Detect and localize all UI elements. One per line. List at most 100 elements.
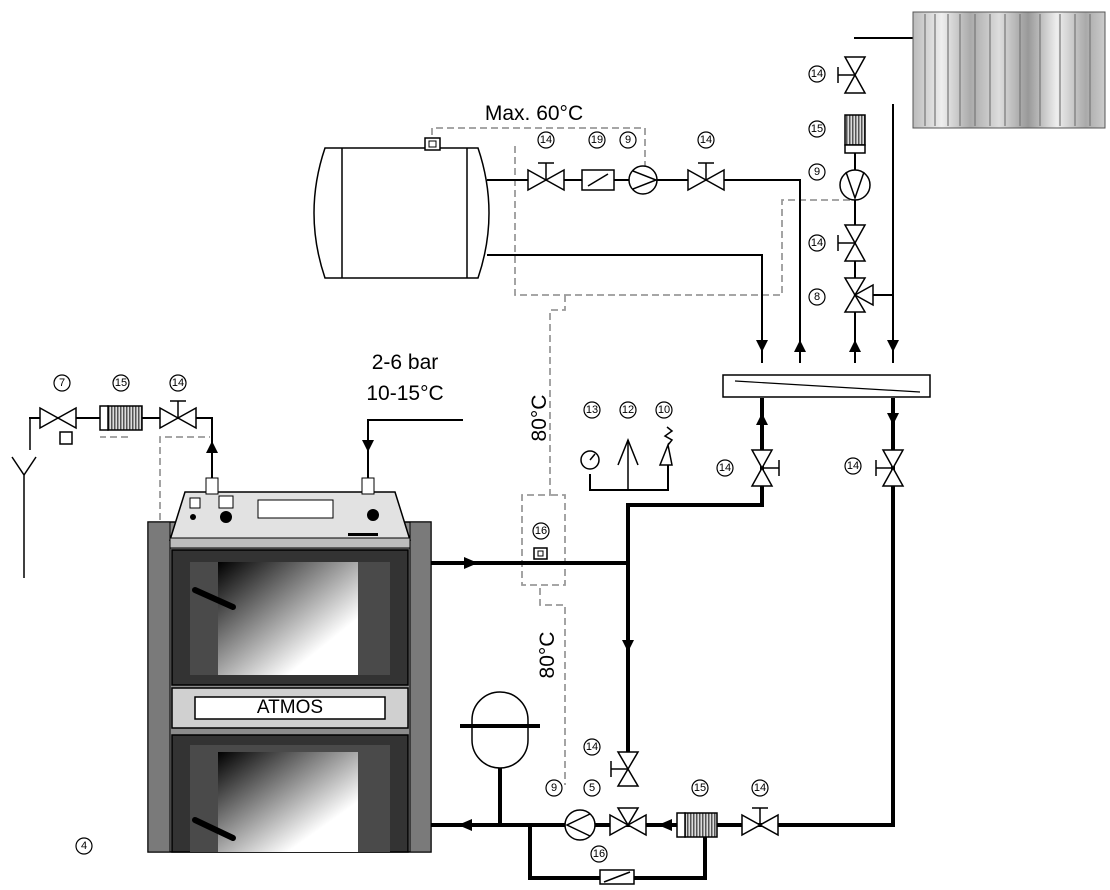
badge-14-collector: 14 [808, 65, 826, 83]
svg-text:8: 8 [814, 291, 820, 303]
badge-14-exchanger-right: 14 [844, 457, 862, 475]
svg-text:14: 14 [811, 68, 823, 80]
water-temp-label: 10-15°C [366, 382, 443, 405]
svg-text:9: 9 [551, 782, 557, 794]
svg-text:9: 9 [814, 166, 820, 178]
svg-text:16: 16 [593, 848, 605, 860]
pumps [564, 165, 871, 841]
valve-exchanger-left [750, 449, 780, 487]
svg-text:13: 13 [586, 404, 598, 416]
svg-text:14: 14 [754, 782, 766, 794]
safety-valve-10 [658, 426, 674, 466]
svg-text:14: 14 [586, 741, 598, 753]
svg-text:14: 14 [719, 462, 731, 474]
pump-boiler-9 [564, 809, 596, 841]
svg-text:16: 16 [535, 525, 547, 537]
valve-inlet-14 [159, 400, 197, 430]
svg-text:10: 10 [658, 404, 670, 416]
safety-group [580, 426, 674, 490]
badge-10: 10 [655, 401, 673, 419]
pressure-label: 2-6 bar [372, 351, 439, 374]
expansion-vessel [460, 691, 540, 769]
boiler: ATMOS [147, 477, 432, 853]
svg-text:14: 14 [172, 377, 184, 389]
badge-13: 13 [583, 401, 601, 419]
badge-16-bypass: 16 [590, 845, 608, 863]
valve-exchanger-right [875, 449, 905, 487]
three-way-valve-8 [843, 277, 874, 313]
svg-text:15: 15 [694, 782, 706, 794]
badge-5: 5 [583, 779, 601, 797]
badge-9-boiler: 9 [545, 779, 563, 797]
badge-14-collector-mid: 14 [808, 234, 826, 252]
badge-14-return: 14 [751, 779, 769, 797]
valves [39, 56, 905, 885]
badge-14-inlet: 14 [169, 374, 187, 392]
badge-7: 7 [53, 374, 71, 392]
solar-collector [912, 11, 1106, 129]
svg-text:9: 9 [625, 134, 631, 146]
valve-collector-top [837, 56, 867, 94]
badge-14-exchanger-left: 14 [716, 459, 734, 477]
badge-16-sensor: 16 [532, 522, 550, 540]
badge-19: 19 [588, 131, 606, 149]
valve-tank-left [527, 162, 565, 192]
mixing-valve-5 [609, 807, 647, 837]
safety-temp-lower-label: 80°C [536, 632, 559, 679]
brand-plate [194, 696, 386, 720]
sensor-lines [100, 127, 851, 785]
badge-15-return: 15 [691, 779, 709, 797]
bypass-valve-16 [599, 869, 635, 885]
svg-text:7: 7 [59, 377, 65, 389]
pump-tank-9 [628, 165, 659, 195]
filter-15-collector [844, 114, 866, 146]
badge-9-solar: 9 [808, 163, 826, 181]
flow-arrows [206, 340, 899, 831]
badge-15-collector: 15 [808, 120, 826, 138]
svg-text:4: 4 [81, 840, 87, 852]
badge-14-mixing: 14 [583, 738, 601, 756]
badge-4: 4 [75, 837, 93, 855]
svg-text:14: 14 [700, 134, 712, 146]
heat-exchanger [722, 374, 931, 398]
svg-text:15: 15 [115, 377, 127, 389]
pump-solar-9 [839, 169, 871, 201]
svg-text:15: 15 [811, 123, 823, 135]
tank-sensor [424, 137, 441, 151]
filter-15-return [684, 812, 718, 838]
svg-text:5: 5 [589, 782, 595, 794]
svg-text:14: 14 [847, 460, 859, 472]
strainer-19 [581, 169, 615, 191]
svg-text:19: 19 [591, 134, 603, 146]
filter-15-inlet [107, 405, 143, 431]
badge-12: 12 [619, 401, 637, 419]
badge-8: 8 [808, 288, 826, 306]
upper-door [218, 562, 358, 675]
badge-15-inlet: 15 [112, 374, 130, 392]
valve-drain-7 [39, 406, 77, 430]
valve-tank-right [687, 162, 725, 192]
lower-door-handle [192, 817, 236, 841]
valve-collector-mid [837, 224, 867, 262]
svg-text:14: 14 [540, 134, 552, 146]
badge-14-tank-right: 14 [697, 131, 715, 149]
pressure-gauge-13 [580, 450, 600, 470]
badge-9-tank: 9 [619, 131, 637, 149]
badge-14-tank-left: 14 [537, 131, 555, 149]
hot-water-tank [313, 137, 490, 279]
filters [99, 114, 866, 838]
drain-funnel [11, 418, 73, 578]
brand-label: ATMOS [257, 697, 323, 718]
safety-temp-upper-label: 80°C [528, 395, 551, 442]
svg-text:14: 14 [811, 237, 823, 249]
lower-door [218, 752, 358, 852]
boiler-sensor [533, 547, 548, 560]
dhw-limit-label: Max. 60°C [485, 102, 583, 125]
valve-return-14 [741, 807, 779, 837]
air-vent-12 [617, 437, 639, 490]
svg-text:12: 12 [622, 404, 634, 416]
valve-mixing-upper [610, 751, 640, 787]
upper-door-handle [192, 587, 236, 610]
